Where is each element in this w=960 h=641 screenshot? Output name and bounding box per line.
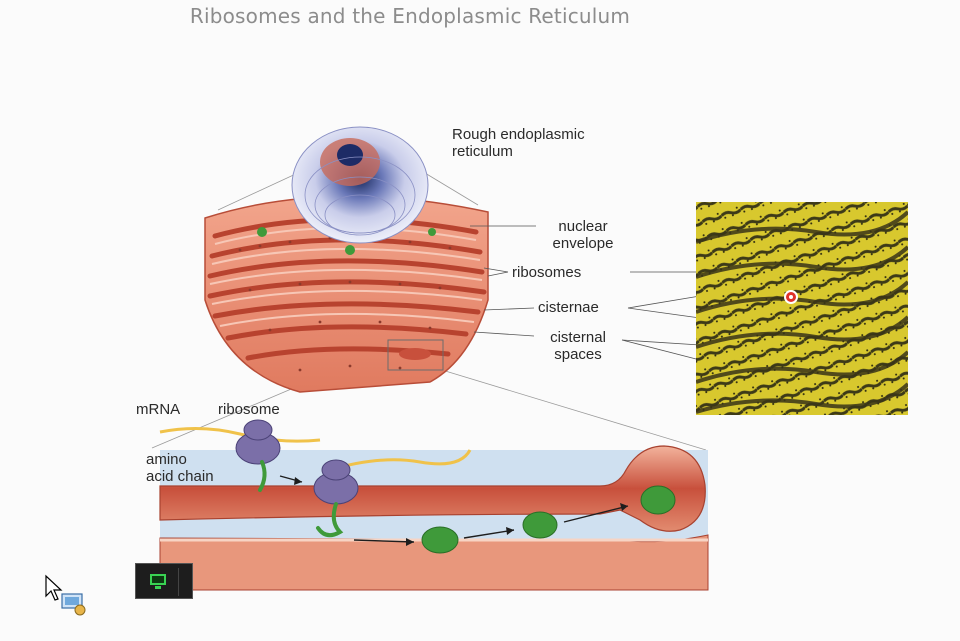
label-ribosome: ribosome bbox=[218, 401, 280, 418]
label-ribosomes: ribosomes bbox=[512, 264, 581, 281]
label-amino-line2: acid chain bbox=[146, 468, 214, 485]
label-amino-acid-chain: amino acid chain bbox=[146, 451, 214, 485]
label-rough-er: Rough endoplasmic reticulum bbox=[452, 126, 585, 160]
label-nuclear-envelope-line2: envelope bbox=[538, 235, 628, 252]
label-cisternal-spaces-line2: spaces bbox=[536, 346, 620, 363]
screen-share-button[interactable] bbox=[135, 563, 193, 599]
arrow-cursor-icon bbox=[44, 574, 92, 618]
er-micrograph bbox=[696, 202, 908, 415]
label-amino-line1: amino bbox=[146, 451, 214, 468]
button-divider bbox=[178, 568, 179, 596]
label-nuclear-envelope: nuclear envelope bbox=[538, 218, 628, 252]
translation-inset bbox=[160, 420, 708, 590]
label-cisternal-spaces: cisternal spaces bbox=[536, 329, 620, 363]
label-mrna: mRNA bbox=[136, 401, 180, 418]
label-cisternal-spaces-line1: cisternal bbox=[536, 329, 620, 346]
nucleus-illustration bbox=[292, 127, 428, 243]
label-rough-er-line1: Rough endoplasmic bbox=[452, 126, 585, 143]
monitor-stand bbox=[155, 586, 161, 589]
monitor-icon bbox=[150, 574, 166, 585]
label-rough-er-line2: reticulum bbox=[452, 143, 585, 160]
label-nuclear-envelope-line1: nuclear bbox=[538, 218, 628, 235]
label-cisternae: cisternae bbox=[538, 299, 599, 316]
